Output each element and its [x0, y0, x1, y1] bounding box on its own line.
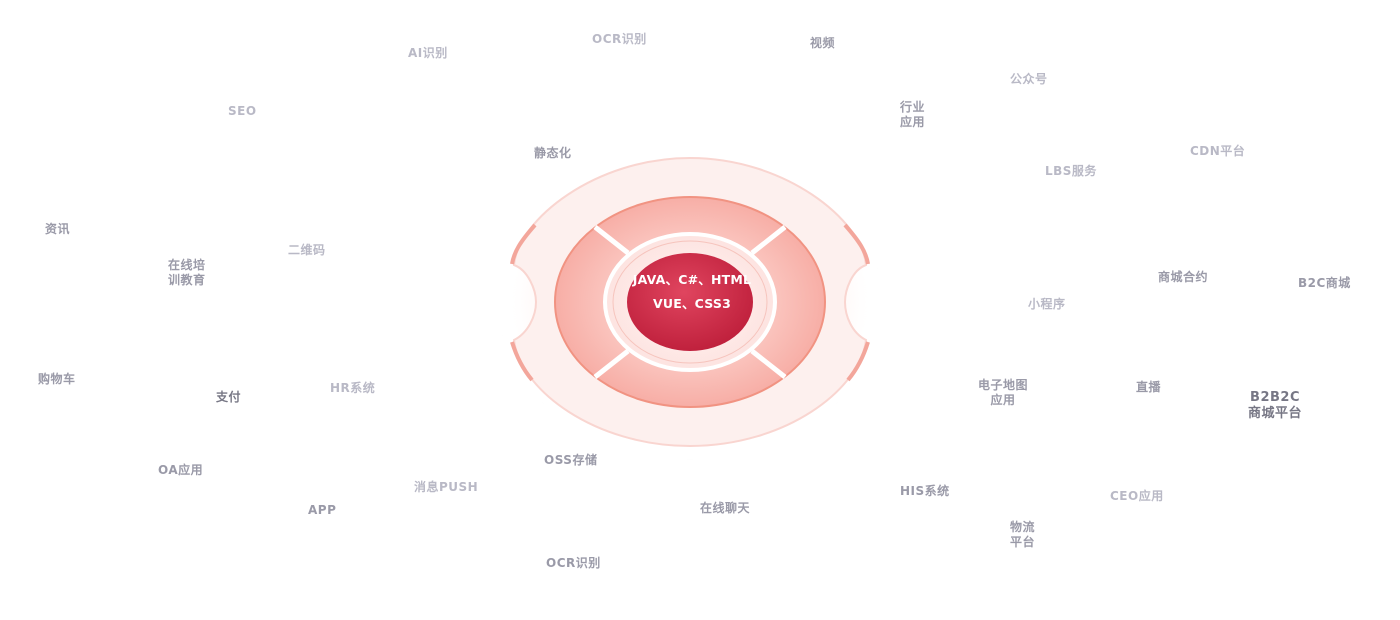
tag-online-training: 在线培训教育	[168, 258, 206, 288]
tag-text: 小程序	[1028, 297, 1066, 311]
core-label: JAVA、C#、HTML VUE、CSS3	[628, 268, 756, 316]
tag-text: CEO应用	[1110, 489, 1164, 503]
tag-text: 消息PUSH	[414, 480, 479, 494]
tag-text: HR系统	[330, 381, 376, 395]
tag-text: CDN平台	[1190, 144, 1246, 158]
hub-rings	[505, 152, 875, 452]
tag-text-2: 平台	[1010, 535, 1036, 549]
tag-lbs: LBS服务	[1045, 164, 1097, 179]
tag-text: APP	[308, 503, 337, 517]
tag-news: 资讯	[45, 222, 70, 237]
tag-text: 资讯	[45, 222, 71, 236]
tag-text: 直播	[1136, 380, 1162, 394]
tag-text: 在线聊天	[700, 501, 751, 515]
ring-divider-bl	[593, 349, 630, 379]
tag-oa: OA应用	[158, 463, 203, 478]
tag-text-2: 应用	[990, 393, 1016, 407]
shell-accent-tr	[843, 223, 870, 265]
core-label-line2: VUE、CSS3	[652, 296, 731, 311]
tag-text: OA应用	[158, 463, 204, 477]
tag-industry-app: 行业应用	[900, 100, 925, 130]
tag-text: 视频	[810, 36, 836, 50]
tag-text: 静态化	[534, 146, 572, 160]
tag-text: OCR识别	[546, 556, 601, 570]
tag-text: B2B2C	[1250, 390, 1300, 405]
tag-text-2: 应用	[900, 115, 926, 129]
ring-divider-tr	[750, 225, 787, 255]
tag-text: OCR识别	[592, 32, 647, 46]
tag-cdn: CDN平台	[1190, 144, 1245, 159]
tag-ceo: CEO应用	[1110, 489, 1164, 504]
ring-divider-br	[750, 349, 787, 379]
tag-text: AI识别	[408, 46, 448, 60]
center-hub	[500, 150, 880, 460]
tag-text: 购物车	[38, 372, 76, 386]
core-disc	[627, 253, 753, 351]
core-label-line1: JAVA、C#、HTML	[632, 272, 752, 287]
tag-video: 视频	[810, 36, 835, 51]
tag-text: 行业	[900, 100, 926, 114]
tag-push: 消息PUSH	[414, 480, 478, 495]
tag-text: B2C商城	[1298, 276, 1351, 290]
tag-text-2: 商城平台	[1248, 406, 1303, 422]
tag-text: HIS系统	[900, 484, 950, 498]
tag-ai: AI识别	[408, 46, 448, 61]
tag-contract: 商城合约	[1158, 270, 1208, 285]
tag-seo: SEO	[228, 104, 257, 119]
shell-accent-bl	[510, 341, 534, 382]
tag-text-2: 训教育	[168, 273, 206, 287]
tag-his: HIS系统	[900, 484, 950, 499]
tag-text: 电子地图	[978, 378, 1029, 392]
tag-qrcode: 二维码	[288, 243, 326, 258]
tag-static: 静态化	[534, 146, 572, 161]
tag-text: 二维码	[288, 243, 326, 257]
tag-text: 在线培	[168, 258, 206, 272]
tag-ocr-top: OCR识别	[592, 32, 647, 47]
tag-logistics: 物流平台	[1010, 520, 1035, 550]
shell-accent-br	[846, 341, 870, 382]
tag-text: 公众号	[1010, 72, 1048, 86]
tag-text: LBS服务	[1045, 164, 1097, 178]
tag-ocr-bottom: OCR识别	[546, 556, 601, 571]
tag-text: SEO	[228, 104, 257, 118]
tag-payment: 支付	[216, 390, 241, 405]
tag-text: OSS存储	[544, 453, 598, 467]
tag-live: 直播	[1136, 380, 1161, 395]
shell-accent-tl	[510, 223, 537, 265]
tag-app: APP	[308, 503, 336, 518]
tag-map-app: 电子地图应用	[978, 378, 1028, 408]
ring-divider-tl	[593, 225, 630, 255]
inner-disc-line	[612, 240, 768, 364]
tag-text: 物流	[1010, 520, 1036, 534]
tag-official-account: 公众号	[1010, 72, 1048, 87]
tag-text: 支付	[216, 390, 242, 404]
tag-oss: OSS存储	[544, 453, 597, 468]
tag-mini-program: 小程序	[1028, 297, 1066, 312]
tag-chat: 在线聊天	[700, 501, 750, 516]
tag-b2c: B2C商城	[1298, 276, 1351, 291]
tag-hr: HR系统	[330, 381, 375, 396]
tag-cart: 购物车	[38, 372, 76, 387]
tag-text: 商城合约	[1158, 270, 1209, 284]
